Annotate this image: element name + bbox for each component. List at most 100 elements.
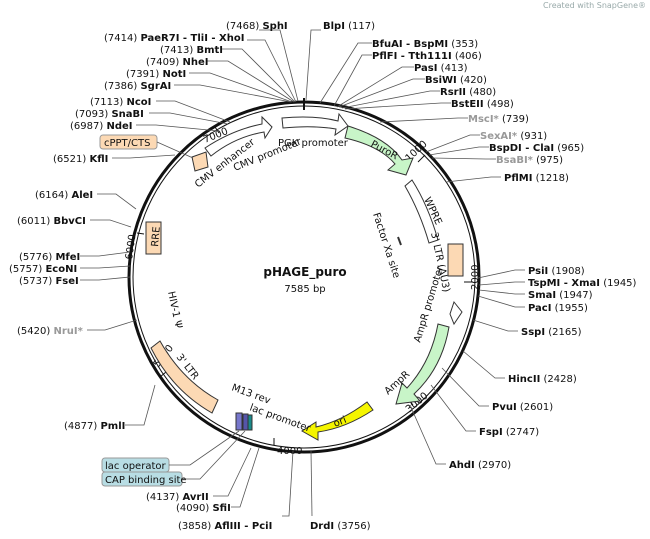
svg-text:(7113) NcoI: (7113) NcoI	[90, 97, 151, 108]
site-bsabi: BsaBI*	[496, 155, 534, 166]
svg-text:(6987) NdeI: (6987) NdeI	[70, 121, 132, 132]
site-nrui: NruI*	[53, 326, 83, 337]
pgk-promoter-label: PGK promoter	[278, 138, 349, 149]
svg-text:PsiI (1908): PsiI (1908)	[528, 266, 585, 277]
svg-text:(6164) AleI: (6164) AleI	[35, 190, 93, 201]
sites-left: (7468) SphI (7414) PaeR7I - TliI - XhoI …	[9, 21, 371, 532]
svg-text:(7391) NotI: (7391) NotI	[126, 69, 186, 80]
puror-feature	[344, 125, 414, 176]
site-tspmi-xmai: TspMI - XmaI	[528, 278, 600, 289]
svg-text:PacI (1955): PacI (1955)	[528, 303, 588, 314]
svg-text:(7468) SphI: (7468) SphI	[226, 21, 288, 32]
site-pos: (7468)	[226, 21, 259, 32]
svg-text:(7413) BmtI: (7413) BmtI	[160, 45, 223, 56]
svg-text:(6521) KflI: (6521) KflI	[53, 154, 108, 165]
svg-text:(4090) SfiI: (4090) SfiI	[176, 503, 231, 514]
site-sexai: SexAI*	[480, 131, 518, 142]
lac-operator-mark	[235, 412, 243, 431]
svg-text:PflFI - Tth111I (406): PflFI - Tth111I (406)	[372, 51, 482, 62]
svg-text:SmaI (1947): SmaI (1947)	[528, 290, 593, 301]
site-snabi: SnaBI	[111, 109, 143, 120]
site-bbvci: BbvCI	[53, 216, 85, 227]
svg-text:HincII (2428): HincII (2428)	[508, 374, 577, 385]
svg-text:(4877) PmlI: (4877) PmlI	[64, 421, 125, 432]
ltr3-du3-feature	[447, 243, 464, 277]
svg-text:DrdI (3756): DrdI (3756)	[310, 521, 371, 532]
site-bsiwi: BsiWI	[425, 75, 457, 86]
site-pflfi-tth111i: PflFI - Tth111I	[372, 51, 452, 62]
site-bfuai-bspmi: BfuAI - BspMI	[372, 39, 448, 50]
svg-text:PvuI (2601): PvuI (2601)	[492, 402, 553, 413]
wpre-feature	[404, 179, 439, 244]
site-bsteii: BstEII	[451, 99, 484, 110]
cmv-enhancer-feature	[204, 115, 273, 157]
site-sgrai: SgrAI	[140, 81, 171, 92]
site-afliii-pcii: AflIII - PciI	[214, 521, 272, 532]
site-pasi: PasI	[414, 63, 437, 74]
site-paer7i-tlii-xhoi: PaeR7I - TliI - XhoI	[140, 33, 244, 44]
svg-text:BstEII (498): BstEII (498)	[451, 99, 514, 110]
site-bspdi-clai: BspDI - ClaI	[489, 143, 554, 154]
ltr3-feature	[150, 340, 219, 414]
svg-text:(6011) BbvCI: (6011) BbvCI	[17, 216, 86, 227]
svg-text:FspI (2747): FspI (2747)	[479, 427, 539, 438]
site-sspi: SspI	[521, 327, 545, 338]
svg-text:SexAI* (931): SexAI* (931)	[480, 131, 547, 142]
svg-text:BsaBI* (975): BsaBI* (975)	[496, 155, 563, 166]
plasmid-length: 7585 bp	[284, 284, 325, 295]
svg-text:PflMI (1218): PflMI (1218)	[504, 173, 569, 184]
site-pflmi: PflMI	[504, 173, 532, 184]
site-fsei: FseI	[55, 276, 78, 287]
site-msci: MscI*	[468, 114, 500, 125]
ampr-feature	[395, 323, 450, 405]
ori-label: ori	[332, 415, 348, 430]
cppt-label: cPPT/CTS	[104, 138, 150, 149]
svg-text:AhdI (2970): AhdI (2970)	[449, 460, 511, 471]
site-leader-lines	[80, 29, 525, 517]
site-psii: PsiI	[528, 266, 548, 277]
svg-text:(7414) PaeR7I - TliI - XhoI: (7414) PaeR7I - TliI - XhoI	[104, 33, 244, 44]
factor-xa-label: Factor Xa site	[370, 212, 401, 280]
svg-text:(7409) NheI: (7409) NheI	[146, 57, 208, 68]
site-blpi: BlpI	[323, 21, 345, 32]
site-alei: AleI	[71, 190, 93, 201]
svg-text:(5420) NruI*: (5420) NruI*	[17, 326, 84, 337]
rre-label: RRE	[150, 226, 163, 247]
site-sphi: SphI	[262, 21, 287, 32]
svg-text:BfuAI - BspMI (353): BfuAI - BspMI (353)	[372, 39, 478, 50]
site-hincii: HincII	[508, 374, 540, 385]
ori-feature	[301, 401, 374, 441]
cppt-feature	[191, 151, 209, 172]
svg-text:SspI (2165): SspI (2165)	[521, 327, 582, 338]
svg-text:MscI* (739): MscI* (739)	[468, 114, 529, 125]
svg-text:BlpI (117): BlpI (117)	[323, 21, 375, 32]
pgk-promoter-feature	[281, 112, 349, 137]
site-rsrii: RsrII	[440, 87, 466, 98]
site-ahdi: AhdI	[449, 460, 475, 471]
lac-operator-label: lac operator	[105, 461, 166, 472]
factor-xa-mark	[397, 236, 402, 246]
svg-text:RsrII (480): RsrII (480)	[440, 87, 496, 98]
site-nhei: NheI	[182, 57, 208, 68]
svg-text:PasI (413): PasI (413)	[414, 63, 468, 74]
svg-text:BsiWI (420): BsiWI (420)	[425, 75, 487, 86]
svg-text:(5776) MfeI: (5776) MfeI	[19, 252, 80, 263]
site-pvui: PvuI	[492, 402, 517, 413]
tick-6000: 6000	[124, 234, 138, 261]
site-drdi: DrdI	[310, 521, 334, 532]
plasmid-name: pHAGE_puro	[263, 265, 346, 280]
site-paci: PacI	[528, 303, 551, 314]
cap-site-label: CAP binding site	[105, 475, 187, 486]
m13-rev-mark	[247, 414, 253, 431]
site-mfei: MfeI	[55, 252, 80, 263]
boxed-labels: cPPT/CTS lac operator CAP binding site	[99, 134, 246, 487]
svg-text:TspMI - XmaI (1945): TspMI - XmaI (1945)	[528, 278, 637, 289]
site-avrii: AvrII	[182, 492, 208, 503]
ampr-promoter-feature	[449, 300, 463, 326]
site-noti: NotI	[162, 69, 186, 80]
site-ncoi: NcoI	[126, 97, 151, 108]
site-sfii: SfiI	[212, 503, 230, 514]
svg-text:(7093) SnaBI: (7093) SnaBI	[75, 109, 144, 120]
site-econi: EcoNI	[45, 264, 77, 275]
